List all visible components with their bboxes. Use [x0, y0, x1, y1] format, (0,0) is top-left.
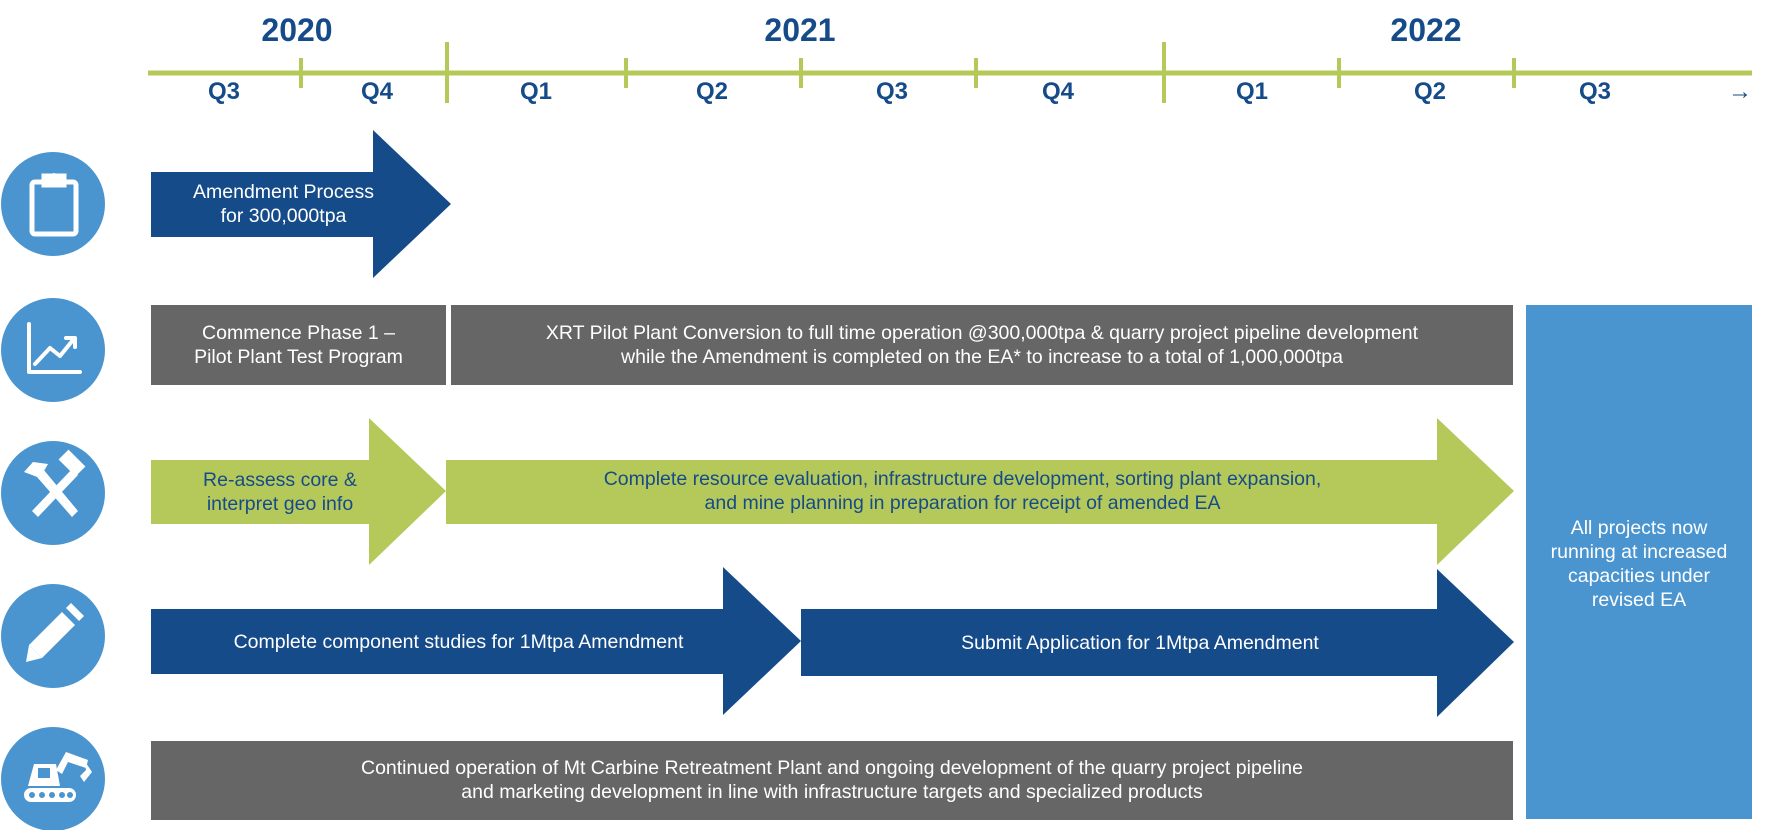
quarter-label: Q2	[695, 78, 729, 105]
label-line: and marketing development in line with i…	[461, 781, 1203, 803]
hammer-pick-icon	[24, 449, 86, 517]
component-studies-label: Complete component studies for 1Mtpa Ame…	[151, 630, 766, 654]
clipboard-icon	[29, 173, 79, 237]
amendment-process-label: Amendment Process for 300,000tpa	[151, 180, 416, 228]
trending-chart-icon	[27, 322, 82, 374]
label-line: revised EA	[1591, 589, 1687, 611]
reassess-core-arrow	[151, 418, 446, 565]
excavator-icon	[24, 752, 92, 802]
retreatment-plant-bar	[151, 741, 1513, 820]
label-line: Complete resource evaluation, infrastruc…	[603, 468, 1322, 490]
quarter-label: Q3	[207, 78, 241, 105]
pilot-plant-test-label: Commence Phase 1 – Pilot Plant Test Prog…	[151, 321, 446, 369]
quarter-label: Q4	[360, 78, 394, 105]
label-line: Commence Phase 1 –	[202, 322, 395, 344]
label-line: for 300,000tpa	[220, 205, 347, 227]
label-line: Submit Application for 1Mtpa Amendment	[961, 632, 1319, 654]
quarter-label: Q2	[1413, 78, 1447, 105]
xrt-conversion-bar	[451, 305, 1513, 385]
quarter-label: Q3	[875, 78, 909, 105]
label-line: and mine planning in preparation for rec…	[704, 492, 1221, 514]
reassess-core-label: Re-assess core & interpret geo info	[151, 468, 409, 516]
label-line: Pilot Plant Test Program	[194, 346, 403, 368]
quarter-label: Q1	[519, 78, 553, 105]
label-line: Continued operation of Mt Carbine Retrea…	[360, 757, 1303, 779]
retreatment-plant-label: Continued operation of Mt Carbine Retrea…	[151, 756, 1513, 804]
icon-circle	[1, 152, 105, 256]
resource-evaluation-label: Complete resource evaluation, infrastruc…	[446, 467, 1479, 515]
year-label-2020: 2020	[261, 12, 333, 48]
xrt-conversion-label: XRT Pilot Plant Conversion to full time …	[451, 321, 1513, 369]
label-line: capacities under	[1567, 565, 1710, 587]
quarter-label: Q3	[1578, 78, 1612, 105]
component-studies-arrow	[151, 567, 801, 715]
label-line: All projects now	[1570, 517, 1708, 539]
year-label-2022: 2022	[1390, 12, 1462, 48]
resource-evaluation-arrow	[446, 418, 1514, 565]
label-line: Amendment Process	[193, 181, 374, 203]
quarter-label: Q4	[1041, 78, 1075, 105]
submit-application-arrow	[801, 569, 1514, 717]
label-line: Re-assess core &	[203, 469, 357, 491]
submit-application-label: Submit Application for 1Mtpa Amendment	[801, 631, 1479, 655]
label-line: while the Amendment is completed on the …	[621, 346, 1343, 368]
label-line: Complete component studies for 1Mtpa Ame…	[233, 631, 684, 653]
label-line: running at increased	[1550, 541, 1728, 563]
label-line: interpret geo info	[206, 493, 354, 515]
timeline-end-arrow: →	[1728, 78, 1752, 105]
outcome-label: All projects now running at increased ca…	[1526, 516, 1752, 612]
quarter-label: Q1	[1235, 78, 1269, 105]
year-label-2021: 2021	[764, 12, 836, 48]
outcome-panel	[1526, 305, 1752, 819]
pilot-plant-test-bar	[151, 305, 446, 385]
label-line: XRT Pilot Plant Conversion to full time …	[545, 322, 1419, 344]
pencil-icon	[26, 603, 84, 662]
amendment-process-arrow	[151, 130, 451, 278]
